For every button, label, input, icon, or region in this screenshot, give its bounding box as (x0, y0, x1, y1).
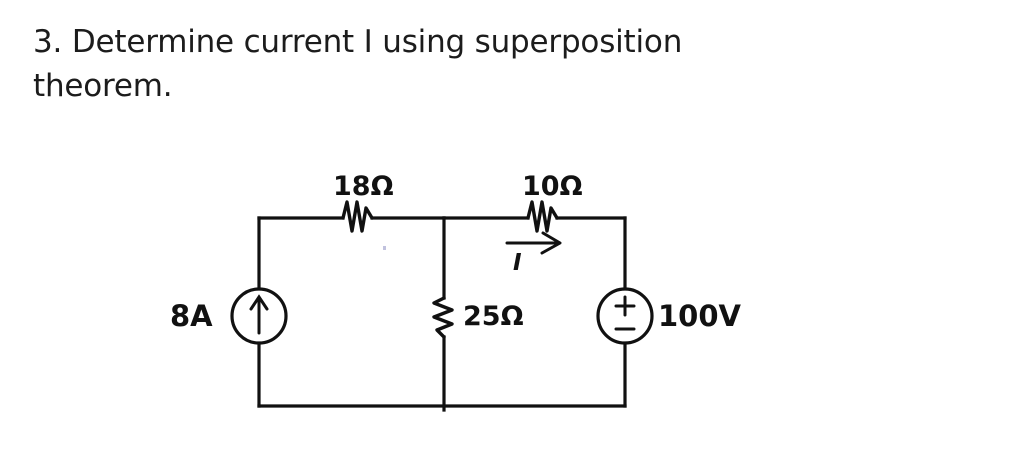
current-annotation-label: I (513, 250, 522, 276)
stray-ink-speck (383, 246, 386, 250)
resistor-10-ohm-symbol (526, 200, 559, 233)
circuit-wires (257, 216, 627, 412)
circuit-svg: 18Ω 10Ω 25Ω 8A 100V I (170, 171, 742, 412)
resistor-25-ohm-label: 25Ω (463, 301, 524, 332)
resistor-25-ohm-symbol (432, 296, 454, 339)
plus-sign-icon (614, 295, 636, 317)
page-title: 3. Determine current I using superpositi… (33, 24, 683, 105)
current-source-label: 8A (170, 299, 213, 333)
voltage-source-symbol (596, 287, 654, 345)
resistor-18-ohm-label: 18Ω (333, 171, 394, 202)
resistor-10-ohm-label: 10Ω (522, 171, 583, 202)
current-source-arrow-up-icon (249, 294, 269, 335)
voltage-source-label: 100V (658, 299, 742, 333)
circuit-diagram: 18Ω 10Ω 25Ω 8A 100V I (0, 130, 1024, 460)
current-direction-arrow-icon (505, 231, 562, 255)
resistor-18-ohm-symbol (341, 200, 374, 233)
current-source-symbol (230, 287, 288, 345)
